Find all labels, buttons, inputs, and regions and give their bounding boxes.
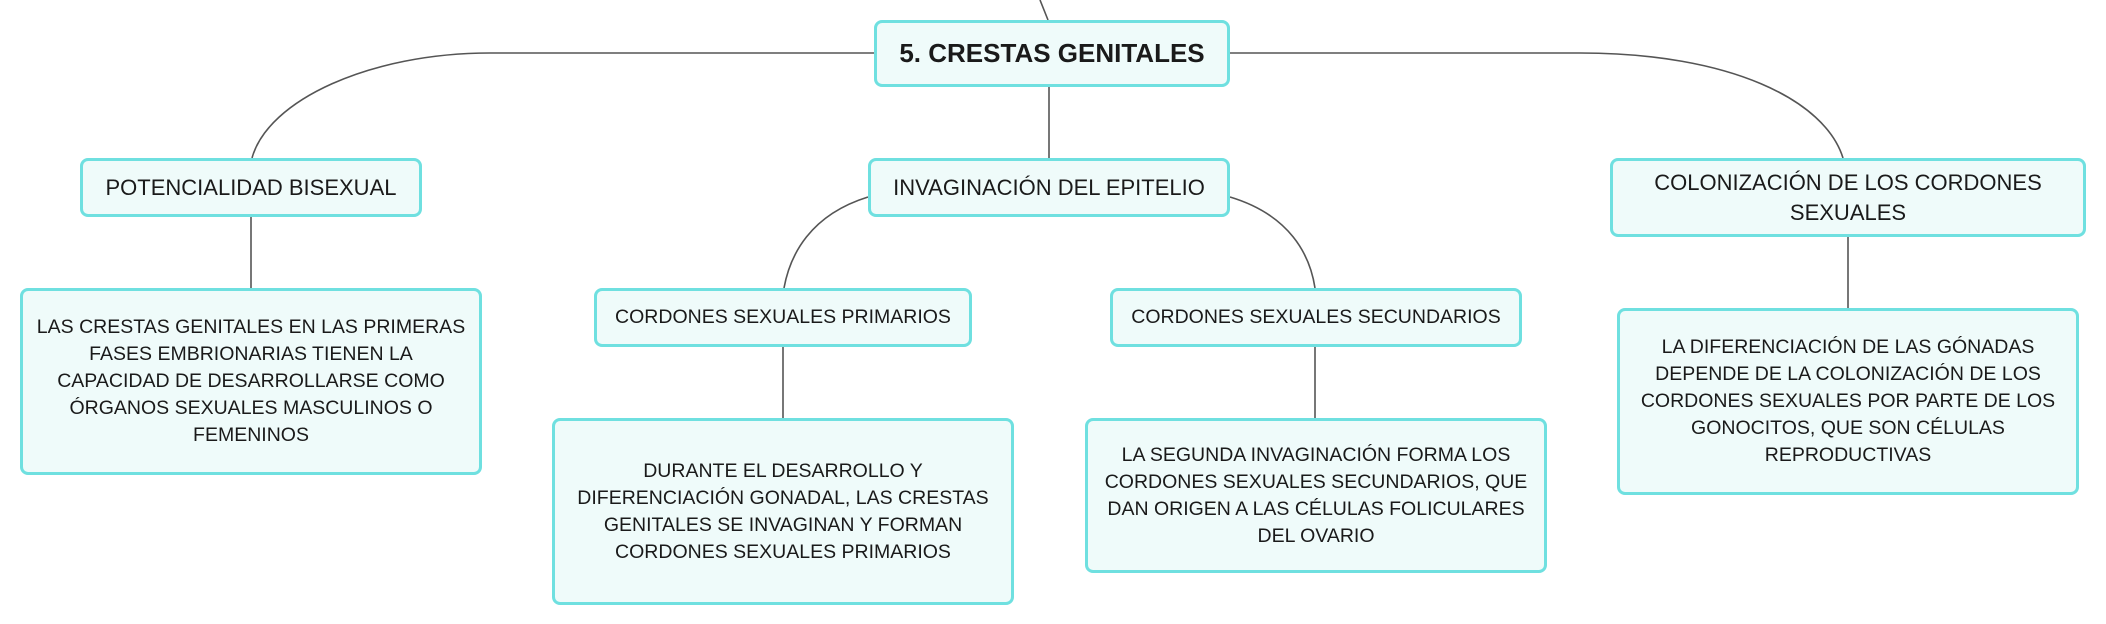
invaginacion-label: INVAGINACIÓN DEL EPITELIO	[893, 174, 1205, 200]
desc-cordones-primarios[interactable]: DURANTE EL DESARROLLO Y DIFERENCIACIÓN G…	[552, 418, 1014, 605]
connector-invaginacion-to-secundarios	[1229, 196, 1316, 289]
connector-invaginacion-to-primarios	[783, 196, 869, 289]
primarios-description: DURANTE EL DESARROLLO Y DIFERENCIACIÓN G…	[577, 459, 989, 563]
connector-parent-to-root	[1039, 0, 1049, 21]
node-colonizacion-cordones[interactable]: COLONIZACIÓN DE LOS CORDONES SEXUALES	[1610, 158, 2086, 237]
desc-colonizacion[interactable]: LA DIFERENCIACIÓN DE LAS GÓNADAS DEPENDE…	[1617, 308, 2079, 495]
potencialidad-label: POTENCIALIDAD BISEXUAL	[105, 174, 397, 200]
root-label: 5. CRESTAS GENITALES	[899, 38, 1205, 68]
connector-root-to-colonizacion	[1230, 52, 1844, 159]
desc-cordones-secundarios[interactable]: LA SEGUNDA INVAGINACIÓN FORMA LOS CORDON…	[1085, 418, 1547, 573]
node-invaginacion-epitelio[interactable]: INVAGINACIÓN DEL EPITELIO	[868, 158, 1230, 217]
potencialidad-description: LAS CRESTAS GENITALES EN LAS PRIMERAS FA…	[36, 316, 466, 446]
colonizacion-label: COLONIZACIÓN DE LOS CORDONES SEXUALES	[1654, 169, 2042, 225]
node-cordones-primarios[interactable]: CORDONES SEXUALES PRIMARIOS	[594, 288, 972, 347]
secundarios-description: LA SEGUNDA INVAGINACIÓN FORMA LOS CORDON…	[1104, 443, 1528, 547]
node-cordones-secundarios[interactable]: CORDONES SEXUALES SECUNDARIOS	[1110, 288, 1522, 347]
secundarios-label: CORDONES SEXUALES SECUNDARIOS	[1131, 306, 1501, 328]
node-potencialidad-bisexual[interactable]: POTENCIALIDAD BISEXUAL	[80, 158, 422, 217]
primarios-label: CORDONES SEXUALES PRIMARIOS	[615, 306, 951, 328]
root-node[interactable]: 5. CRESTAS GENITALES	[874, 20, 1230, 87]
desc-potencialidad[interactable]: LAS CRESTAS GENITALES EN LAS PRIMERAS FA…	[20, 288, 482, 475]
connector-root-to-potencialidad	[251, 52, 874, 159]
colonizacion-description: LA DIFERENCIACIÓN DE LAS GÓNADAS DEPENDE…	[1640, 336, 2056, 466]
